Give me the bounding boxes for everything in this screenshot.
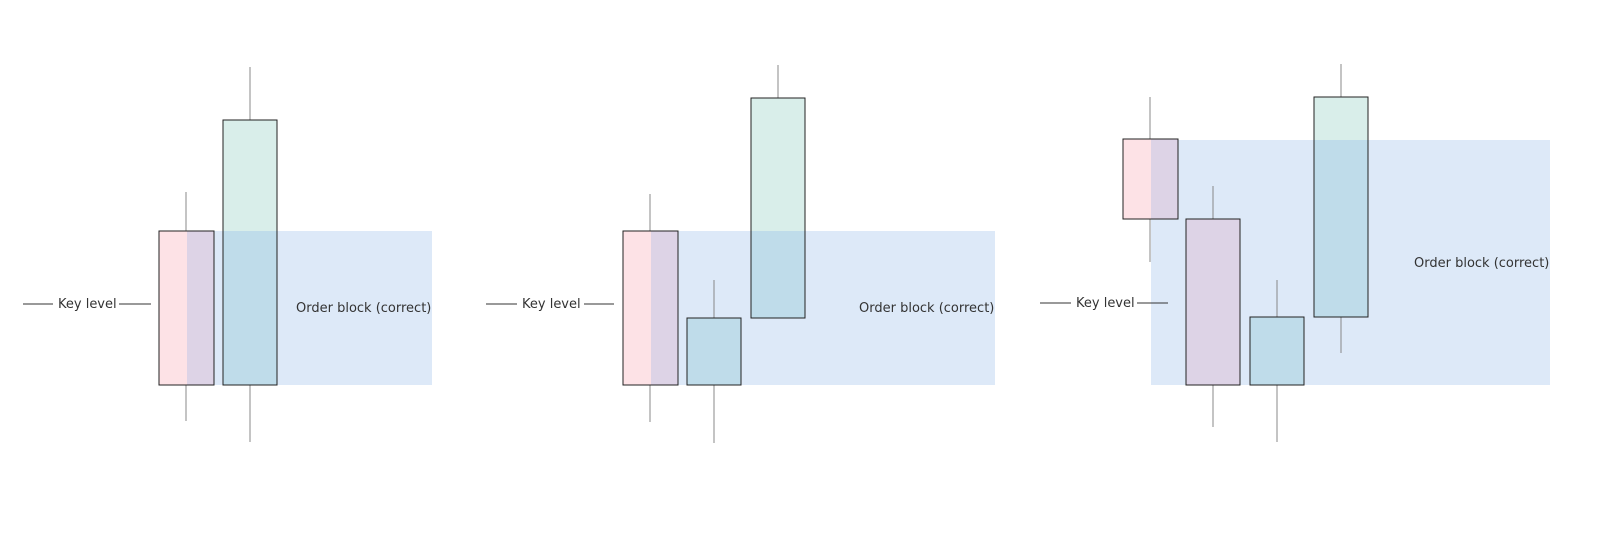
- bearish-candle-body-left: [623, 231, 651, 385]
- bullish-candle-body-overlap: [223, 231, 277, 385]
- bullish-candle-body-top: [223, 120, 277, 231]
- key-level-label: Key level: [1076, 296, 1135, 311]
- key-level-label: Key level: [522, 297, 581, 312]
- order-block-label: Order block (correct): [1414, 256, 1549, 271]
- bullish-candle-body-top: [1314, 97, 1368, 140]
- bullish-candle-border: [750, 97, 806, 319]
- bullish-candle-border: [222, 119, 278, 386]
- panel-3: Key level Order block (correct): [1040, 64, 1550, 442]
- bearish-candle-border: [1122, 138, 1179, 220]
- bullish-candle-border: [1313, 96, 1369, 318]
- bearish-candle-border: [622, 230, 679, 386]
- order-block-label: Order block (correct): [296, 301, 431, 316]
- bullish-candle-body-overlap: [751, 231, 805, 318]
- bearish-candle-body-left: [1123, 139, 1151, 219]
- bullish-candle-body-top: [751, 98, 805, 231]
- bearish-candle-border: [158, 230, 215, 386]
- bearish-candle-body-left: [159, 231, 187, 385]
- order-block-label: Order block (correct): [859, 301, 994, 316]
- panel-2: Key level Order block (correct): [486, 65, 995, 443]
- bearish-candle-body-right: [187, 231, 214, 385]
- bearish-candle-body-right: [1151, 139, 1178, 219]
- small-candle-body: [1249, 316, 1305, 386]
- key-level-label: Key level: [58, 297, 117, 312]
- purple-candle-body: [1185, 218, 1241, 386]
- small-candle-body: [686, 317, 742, 386]
- bullish-candle-body-overlap: [1314, 140, 1368, 317]
- bearish-candle-body-right: [651, 231, 678, 385]
- panel-1: Key level Order block (correct): [23, 67, 432, 442]
